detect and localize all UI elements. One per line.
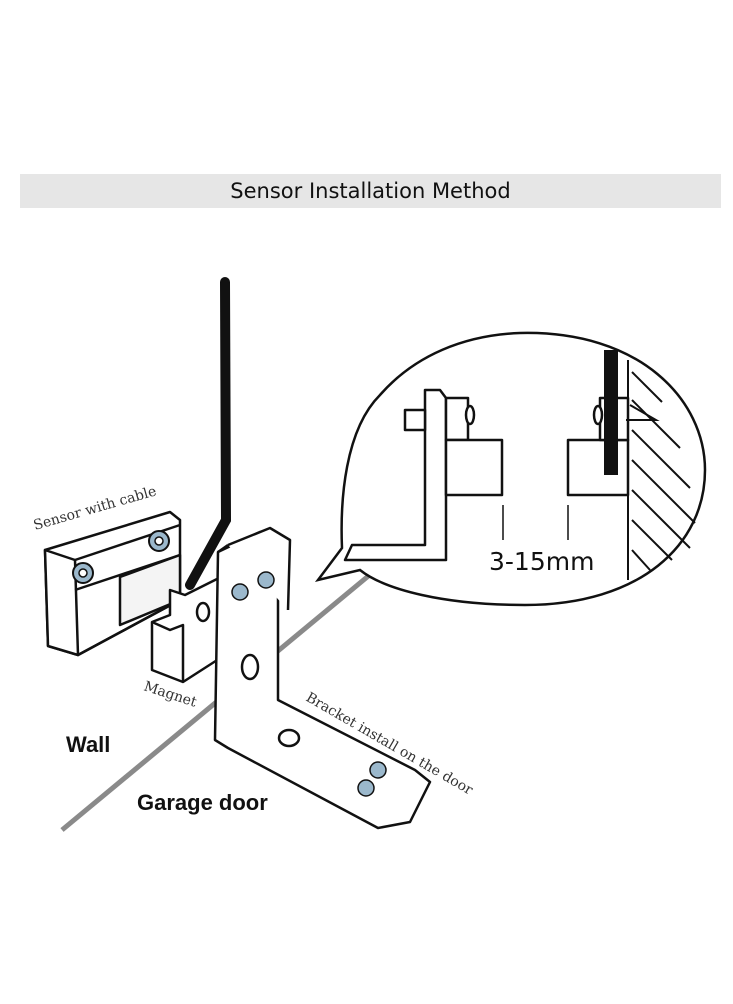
door-bracket <box>213 526 432 830</box>
zoom-wall <box>626 360 696 580</box>
diagram-title: Sensor Installation Method <box>230 179 511 203</box>
bracket-screw-icon <box>231 571 387 797</box>
wall-label: Wall <box>66 732 110 757</box>
sensor-screw-icon <box>72 530 170 584</box>
magnet-body <box>150 573 227 684</box>
gap-markers <box>502 505 569 540</box>
zoom-bracket <box>343 388 504 562</box>
zoom-cable <box>604 350 618 475</box>
magnet-label: Magnet <box>142 679 199 711</box>
garage-door-label: Garage door <box>137 790 268 815</box>
sensor-cable <box>185 277 232 590</box>
gap-label: 3-15mm <box>489 547 594 576</box>
title-bar: Sensor Installation Method <box>20 174 721 208</box>
